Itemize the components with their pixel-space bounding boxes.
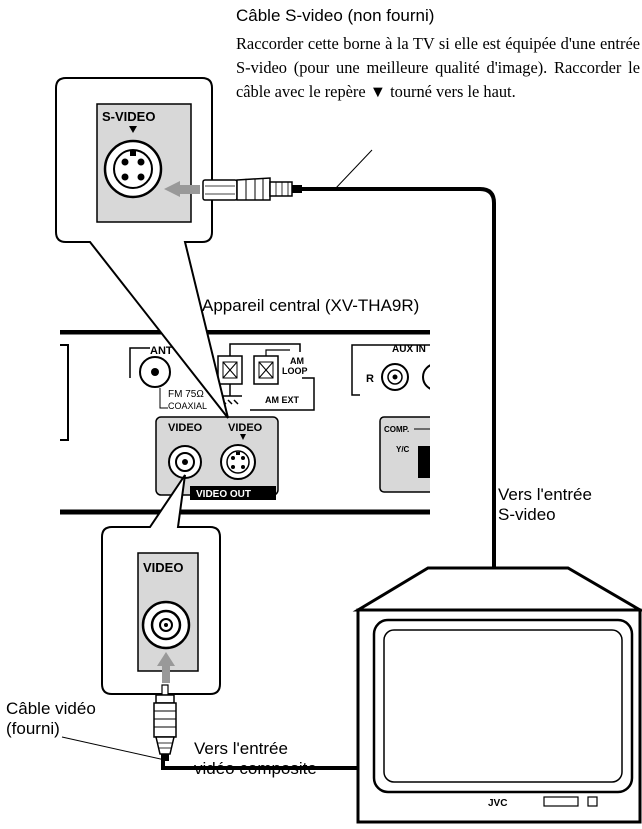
svideo-plug [202, 177, 302, 201]
svideo-zoom-bubble: S-VIDEO [55, 77, 229, 419]
video-cable-line [161, 758, 370, 770]
comp-yc-switch-box [379, 416, 430, 493]
central-unit-label: Appareil central (XV-THA9R) [202, 296, 420, 315]
svideo-cable-title: Câble S-video (non fourni) [236, 6, 435, 25]
aux-r-label: R [366, 373, 374, 385]
am-label: AM [290, 356, 304, 366]
panel-svideo-jack [220, 444, 256, 480]
panel-video-label: VIDEO [168, 422, 203, 434]
aux-label: AUX IN [392, 344, 426, 355]
fm-label: FM 75Ω [168, 389, 204, 400]
antenna-bracket [129, 347, 150, 378]
svideo-input-label: Vers l'entrée S-video [498, 485, 592, 524]
video-zoom-bubble: VIDEO [101, 474, 221, 695]
video-leader-line [61, 736, 166, 761]
svideo-leader-line [334, 149, 373, 190]
antenna-label: ANT [150, 345, 173, 357]
video-cable-label: Câble vidéo (fourni) [6, 699, 96, 738]
am-terminals: AM LOOP AM EXT [217, 343, 315, 411]
video-insert-arrow [157, 652, 175, 683]
svideo-insert-arrow [164, 181, 200, 197]
video-out-label: VIDEO OUT [196, 489, 251, 500]
svideo-cable-line [300, 187, 496, 568]
panel-svideo-label: VIDEO [228, 422, 263, 434]
tv-set: JVC [352, 566, 642, 824]
coaxial-label: COAXIAL [168, 401, 207, 411]
aux-bracket [351, 344, 430, 396]
composite-input-label: Vers l'entrée vidéo composite [194, 739, 317, 778]
zoom-svideo-label: S-VIDEO [102, 109, 155, 124]
tv-brand: JVC [488, 798, 507, 809]
am-ext-label: AM EXT [265, 395, 300, 405]
comp-label: COMP. [384, 425, 409, 434]
svideo-cable-description: Raccorder cette borne à la TV si elle es… [236, 34, 640, 101]
yc-label: Y/C [396, 445, 410, 454]
tv-slot [543, 796, 579, 807]
rear-panel: ANT FM 75Ω COAXIAL AM LOOP AM [60, 330, 430, 515]
loop-label: LOOP [282, 366, 308, 376]
video-plug [153, 684, 177, 761]
tv-button [587, 796, 598, 807]
zoom-video-label: VIDEO [143, 560, 183, 575]
